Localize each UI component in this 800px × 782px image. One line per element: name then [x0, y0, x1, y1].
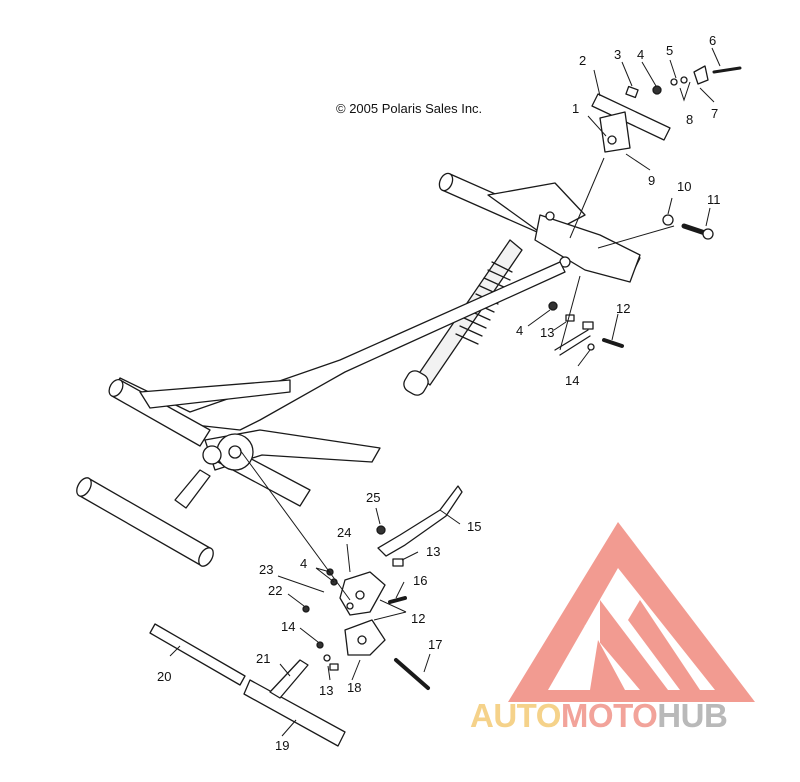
callout-18: 18 — [347, 680, 362, 695]
loose-shaft-20 — [149, 623, 246, 686]
callout-4-lower: 4 — [300, 556, 308, 571]
watermark-hub: HUB — [657, 697, 728, 734]
mid-hardware — [548, 301, 624, 356]
callout-20: 20 — [157, 669, 172, 684]
watermark-auto: AUTO — [470, 697, 561, 734]
callout-13-lower: 13 — [426, 544, 441, 559]
lower-axle-19-21 — [243, 659, 346, 747]
lower-bracket — [344, 619, 386, 656]
callout-8: 8 — [686, 112, 694, 127]
leader-lines — [169, 47, 721, 737]
callout-13-bottom: 13 — [319, 683, 334, 698]
nut-and-bolt-10-11 — [662, 214, 714, 240]
callout-12-lower: 12 — [411, 611, 426, 626]
callout-5: 5 — [666, 43, 674, 58]
front-lower-shaft — [76, 469, 214, 567]
callout-23: 23 — [259, 562, 274, 577]
callout-4: 4 — [637, 47, 645, 62]
watermark-moto: MOTO — [560, 697, 658, 734]
callout-6: 6 — [709, 33, 717, 48]
copyright-notice: © 2005 Polaris Sales Inc. — [336, 101, 483, 116]
callout-3: 3 — [614, 47, 622, 62]
callout-13: 13 — [540, 325, 555, 340]
callout-1: 1 — [572, 101, 580, 116]
callout-4-mid: 4 — [516, 323, 524, 338]
callout-12: 12 — [616, 301, 631, 316]
lower-cam-plate — [339, 571, 386, 616]
torque-link-15 — [377, 485, 463, 557]
callout-22: 22 — [268, 583, 283, 598]
callout-16: 16 — [413, 573, 428, 588]
upper-pivot-bracket — [591, 93, 671, 153]
callout-14: 14 — [565, 373, 580, 388]
callout-9: 9 — [648, 173, 656, 188]
callout-21: 21 — [256, 651, 271, 666]
callout-17: 17 — [428, 637, 443, 652]
callout-14-lower: 14 — [281, 619, 296, 634]
left-rear-shaft — [108, 378, 291, 447]
upper-hardware — [625, 65, 742, 99]
upper-torque-arm — [487, 182, 641, 283]
callout-7: 7 — [711, 106, 719, 121]
front-arm-assembly — [202, 429, 381, 507]
callout-19: 19 — [275, 738, 290, 753]
callout-11: 11 — [707, 192, 721, 207]
watermark-text: AUTOMOTOHUB — [470, 697, 728, 735]
callout-15: 15 — [467, 519, 482, 534]
watermark-logo-icon — [508, 522, 755, 702]
callout-25: 25 — [366, 490, 381, 505]
callout-10: 10 — [677, 179, 692, 194]
callout-24: 24 — [337, 525, 352, 540]
callout-2: 2 — [579, 53, 587, 68]
